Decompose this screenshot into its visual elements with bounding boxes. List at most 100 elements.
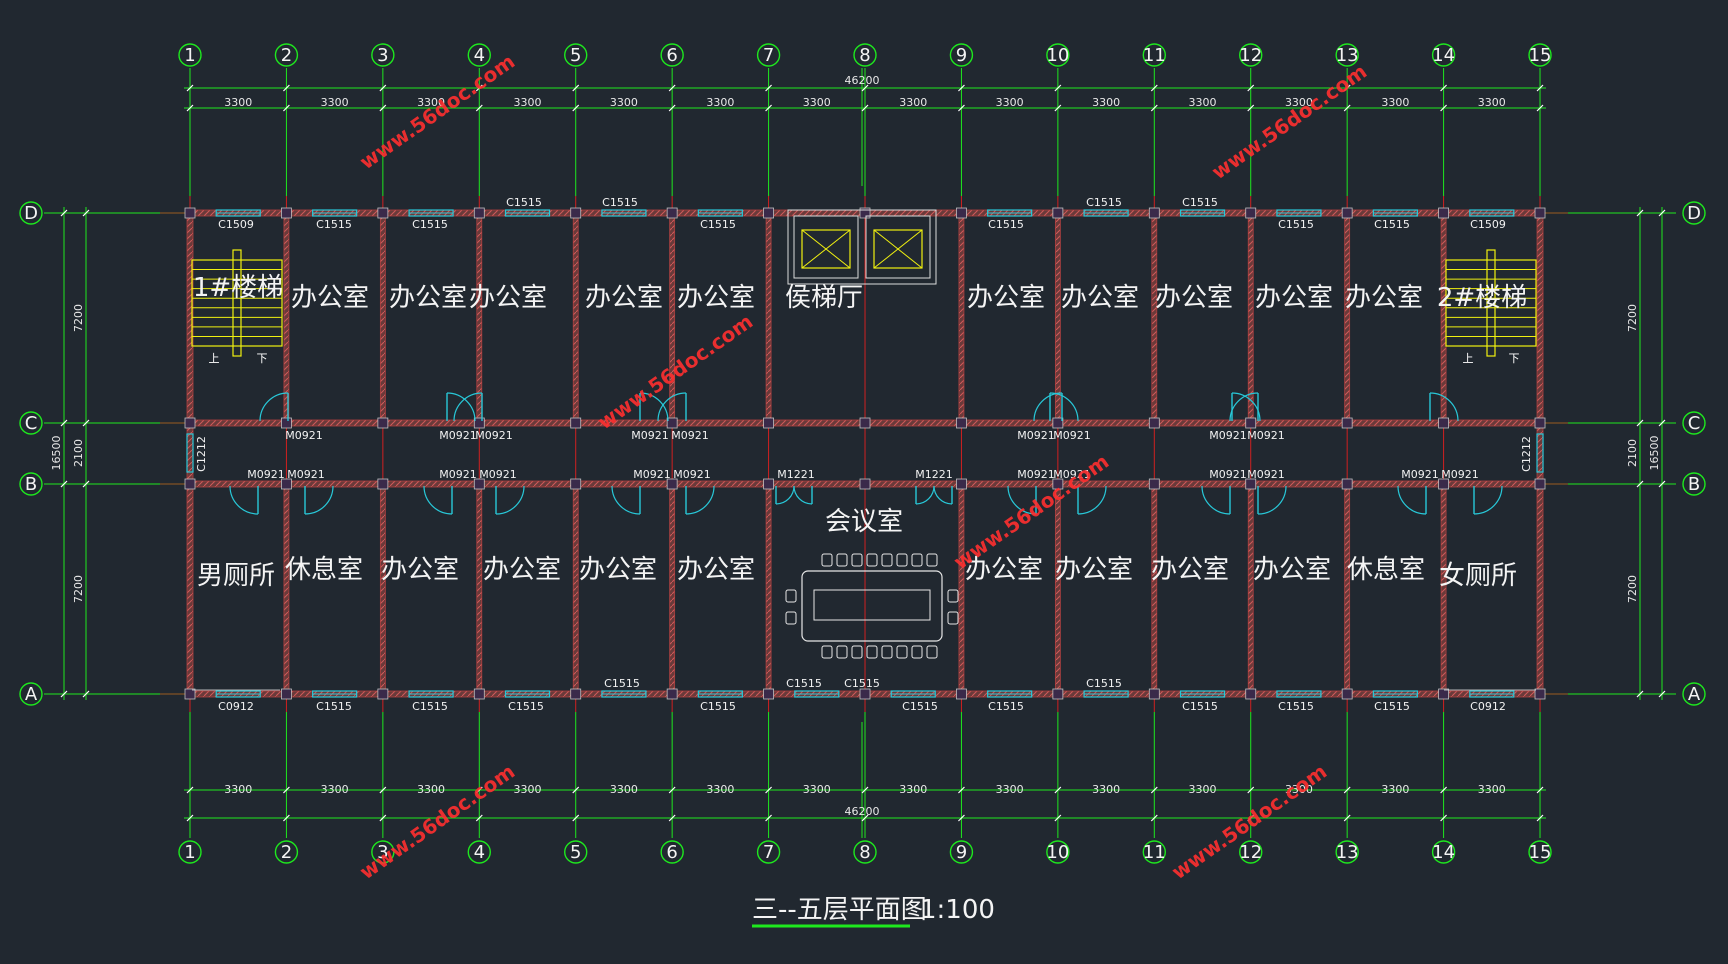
wall-partition-north xyxy=(572,212,579,424)
dim-left-total: 16500 xyxy=(50,436,63,471)
door-swing xyxy=(915,485,935,505)
wall-partition-south xyxy=(958,483,965,695)
door-swing xyxy=(1229,392,1259,422)
structural-column xyxy=(1052,207,1064,219)
structural-column xyxy=(956,207,967,219)
dim-total-bottom: 46200 xyxy=(845,805,880,818)
door-label-corridor-north: M0921 xyxy=(1017,429,1055,442)
room-label-south: 办公室 xyxy=(1055,555,1133,585)
chair-top xyxy=(926,553,938,567)
structural-column xyxy=(1052,478,1064,490)
axis-bubble-top-circle xyxy=(467,43,491,67)
structural-column xyxy=(1245,207,1257,219)
axis-bubble-bottom-circle xyxy=(660,840,684,864)
window-label-south: C1515 xyxy=(902,700,938,713)
dim-tick xyxy=(82,209,90,217)
dim-left-2: 2100 xyxy=(72,439,85,467)
door-swing xyxy=(933,485,953,505)
wall-partition-south xyxy=(1151,483,1158,695)
doors xyxy=(229,392,1503,515)
room-label-north: 办公室 xyxy=(677,283,755,313)
axis-bubbles: 1122334455667788991010111112121313141415… xyxy=(19,43,1706,864)
axis-bubble-top: 11 xyxy=(1143,45,1166,66)
wall-exterior-right xyxy=(1536,209,1544,698)
room-label-south: 办公室 xyxy=(381,555,459,585)
structural-column xyxy=(1534,417,1546,429)
door-swing xyxy=(1397,485,1427,515)
room-label-south: 女厕所 xyxy=(1439,561,1517,591)
dim-tick xyxy=(1054,104,1062,112)
axis-bubble-top: 2 xyxy=(281,45,292,66)
elevator-car xyxy=(801,229,851,269)
structural-column xyxy=(763,417,774,429)
structural-column xyxy=(473,478,485,490)
axis-bubble-bottom-circle xyxy=(1528,840,1552,864)
axis-bubble-left-circle xyxy=(19,201,43,225)
axis-bubble-top-circle xyxy=(1142,43,1167,67)
axis-bubble-top: 4 xyxy=(474,45,485,66)
door-swing xyxy=(1201,485,1231,515)
dim-bay-top: 3300 xyxy=(1092,96,1120,109)
axis-bubble-bottom: 13 xyxy=(1336,842,1359,863)
window-label-south: C0912 xyxy=(218,700,254,713)
door-swing xyxy=(1429,392,1459,422)
window-side-right xyxy=(1536,433,1544,473)
window-label-south: C1515 xyxy=(316,700,352,713)
room-label-south: 休息室 xyxy=(285,555,363,585)
chair-left xyxy=(785,589,797,603)
axis-bubble-left-circle xyxy=(19,472,43,496)
dim-bay-bottom: 3300 xyxy=(1381,783,1409,796)
dim-tick xyxy=(668,84,676,92)
structural-column xyxy=(570,478,582,490)
chair-top xyxy=(821,553,833,567)
door-swing xyxy=(304,485,334,515)
door-label-corridor-south: M0921 xyxy=(1017,468,1055,481)
door-label-corridor-north: M0921 xyxy=(631,429,669,442)
dim-tick xyxy=(1247,104,1255,112)
drawing-title-block: 三--五层平面图 1:100 xyxy=(752,895,995,928)
door-swing xyxy=(639,392,669,422)
room-label-south: 办公室 xyxy=(1151,555,1229,585)
structural-column xyxy=(859,688,871,700)
axis-bubble-bottom: 7 xyxy=(763,842,774,863)
window-label-south: C1515 xyxy=(412,700,448,713)
dim-tick xyxy=(1150,814,1158,822)
axis-bubble-bottom: 1 xyxy=(184,842,195,863)
axis-bubble-top: 13 xyxy=(1336,45,1359,66)
axis-bubble-bottom: 9 xyxy=(956,842,967,863)
room-label-south: 办公室 xyxy=(1253,555,1331,585)
door-swing xyxy=(685,485,715,515)
axis-bubble-top-circle xyxy=(660,43,684,67)
dim-tick xyxy=(283,84,290,92)
stair-outline xyxy=(1445,259,1537,347)
dim-tick xyxy=(1536,104,1544,112)
door-label-corridor-south: M0921 xyxy=(1401,468,1439,481)
dim-tick xyxy=(572,104,580,112)
watermark-text: www.56doc.com xyxy=(355,49,519,174)
wall-partition-north xyxy=(1440,212,1447,424)
axis-bubble-top: 8 xyxy=(859,45,870,66)
dim-tick xyxy=(186,786,194,794)
axis-bubble-bottom-circle xyxy=(1046,840,1070,864)
dim-tick xyxy=(1054,84,1062,92)
dim-bay-bottom: 3300 xyxy=(803,783,831,796)
axis-bubble-bottom-circle xyxy=(467,840,491,864)
structural-column xyxy=(666,207,678,219)
axis-bubble-top: 6 xyxy=(666,45,677,66)
window-label-south: C1515 xyxy=(1374,700,1410,713)
chair-bottom xyxy=(896,645,908,659)
room-label-north: 办公室 xyxy=(1345,283,1423,313)
structural-column xyxy=(570,688,582,700)
dim-tick xyxy=(958,786,965,794)
dim-tick xyxy=(60,690,68,698)
dim-bay-bottom: 3300 xyxy=(1285,783,1313,796)
table-inner xyxy=(813,589,931,621)
dim-tick xyxy=(1636,209,1644,217)
room-label-north: 办公室 xyxy=(585,283,663,313)
door-swing xyxy=(446,392,476,422)
chair-bottom xyxy=(911,645,923,659)
structural-column xyxy=(1534,688,1546,700)
structural-column xyxy=(1148,688,1160,700)
dim-bay-top: 3300 xyxy=(514,96,542,109)
axis-bubble-right: A xyxy=(1688,684,1701,705)
